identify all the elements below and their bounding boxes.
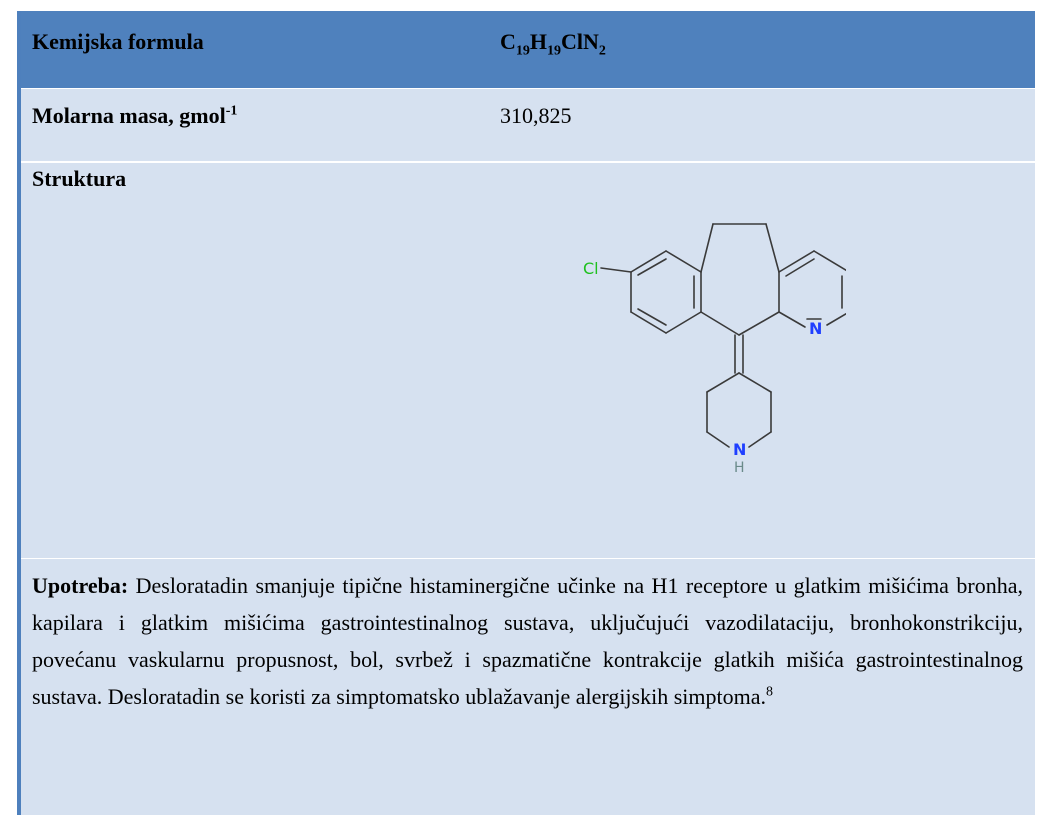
usage-row: Upotreba: Desloratadin smanjuje tipične …: [21, 558, 1035, 816]
structure-label: Struktura: [32, 166, 127, 191]
molar-mass-row: Molarna masa, gmol-1 310,825: [21, 88, 1035, 163]
piperidine-nitrogen-label: N: [733, 440, 746, 459]
usage-text: Desloratadin smanjuje tipične histaminer…: [32, 573, 1023, 709]
piperidine-hydrogen-label: H: [734, 460, 745, 476]
pyridine-nitrogen-label: N: [809, 319, 822, 338]
molar-mass-label: Molarna masa, gmol-1: [32, 103, 238, 128]
formula-row: Kemijska formula C19H19ClN2: [21, 11, 1035, 88]
formula-value: C19H19ClN2: [500, 29, 606, 59]
molar-mass-value: 310,825: [500, 103, 572, 128]
usage-label: Upotreba:: [32, 573, 129, 598]
chlorine-atom-label: Cl: [583, 259, 599, 278]
structure-row: Struktura: [21, 162, 1035, 558]
formula-label: Kemijska formula: [32, 29, 204, 54]
desloratadine-properties-table: Kemijska formula C19H19ClN2 Molarna masa…: [17, 11, 1035, 815]
desloratadine-structure-image: Cl N N H: [583, 223, 846, 476]
reference-number: 8: [766, 684, 773, 700]
usage-paragraph: Upotreba: Desloratadin smanjuje tipične …: [32, 567, 1023, 715]
